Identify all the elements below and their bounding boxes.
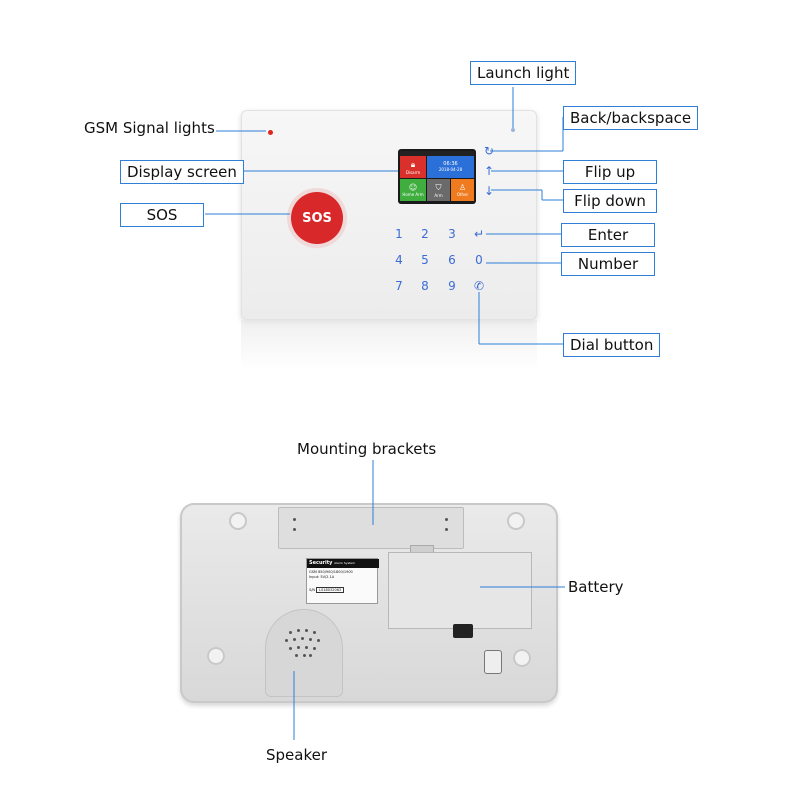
callout-display-screen: Display screen [120,160,244,184]
mounting-bracket [278,507,464,549]
dc-label [484,650,502,674]
callout-dial-button: Dial button [563,333,661,357]
callout-enter: Enter [561,223,655,247]
speaker-grille [265,609,343,697]
rubber-foot [207,647,225,665]
callout-speaker: Speaker [266,746,328,764]
callout-back-backspace: Back/backspace [563,106,699,130]
callout-battery: Battery [568,578,624,596]
tile-label: Disarm [405,170,421,175]
key-6[interactable]: 6 [448,253,456,267]
key-9[interactable]: 9 [448,279,456,293]
enter-button[interactable]: ↵ [473,227,485,241]
rubber-foot [229,512,247,530]
lock-icon: 🔒︎ [410,160,416,169]
callout-gsm-signal-lights: GSM Signal lights [84,119,215,137]
label-brand: Security [309,560,333,566]
screen-time: 06:36 [443,161,458,167]
key-5[interactable]: 5 [421,253,429,267]
flip-down-button[interactable]: ↓ [483,184,495,198]
flip-up-button[interactable]: ↑ [483,164,495,178]
key-3[interactable]: 3 [448,227,456,241]
label-sn-value: LS18032063 [316,587,345,593]
callout-number: Number [561,252,655,276]
screen-tile-arm: ⛉ Arm [427,179,450,201]
screen-tile-disarm: 🔒︎ Disarm [400,156,426,178]
person-icon: ☺ [408,183,418,192]
callout-flip-up: Flip up [563,160,657,184]
key-0[interactable]: 0 [475,253,483,267]
label-subtitle: Alarm System [334,561,356,565]
dial-button[interactable]: ✆ [473,279,485,293]
label-line2: Input: 5V/2.1A [309,575,335,579]
screen-clock-tile: 06:36 2018-04-28 [427,156,474,178]
label-sn-prefix: S/N [309,588,316,592]
battery-switch [453,624,473,638]
display-screen: 🔒︎ Disarm 06:36 2018-04-28 ☺ Home Arm ⛉ … [398,149,476,204]
back-button[interactable]: ↻ [483,144,495,158]
launch-light-led [511,128,515,132]
product-label: Security Alarm System GSM 850/900/1800/1… [306,558,379,604]
callout-mounting-brackets: Mounting brackets [297,440,437,458]
rubber-foot [513,649,531,667]
battery-cover [388,552,532,629]
screen-date: 2018-04-28 [438,167,463,172]
sos-label: SOS [302,210,332,226]
key-4[interactable]: 4 [395,253,403,267]
rubber-foot [507,512,525,530]
callout-flip-down: Flip down [563,189,657,213]
shield-icon: ⛉ [435,183,442,192]
screen-tile-other: ♙ Other [451,179,474,201]
callout-sos: SOS [120,203,204,227]
gsm-signal-led [268,130,273,135]
key-8[interactable]: 8 [421,279,429,293]
key-1[interactable]: 1 [395,227,403,241]
panel-reflection [241,320,537,370]
callout-launch-light: Launch light [470,61,577,85]
tile-label: Other [456,192,469,197]
tile-label: Arm [434,193,443,198]
key-7[interactable]: 7 [395,279,403,293]
screen-tile-home-arm: ☺ Home Arm [400,179,426,201]
user-icon: ♙ [458,183,467,192]
label-line1: GSM 850/900/1800/1900 [309,570,353,574]
alarm-front-panel [241,110,537,320]
key-2[interactable]: 2 [421,227,429,241]
tile-label: Home Arm [402,192,424,197]
screen-status-bar [400,151,474,156]
sos-button[interactable]: SOS [291,192,343,244]
